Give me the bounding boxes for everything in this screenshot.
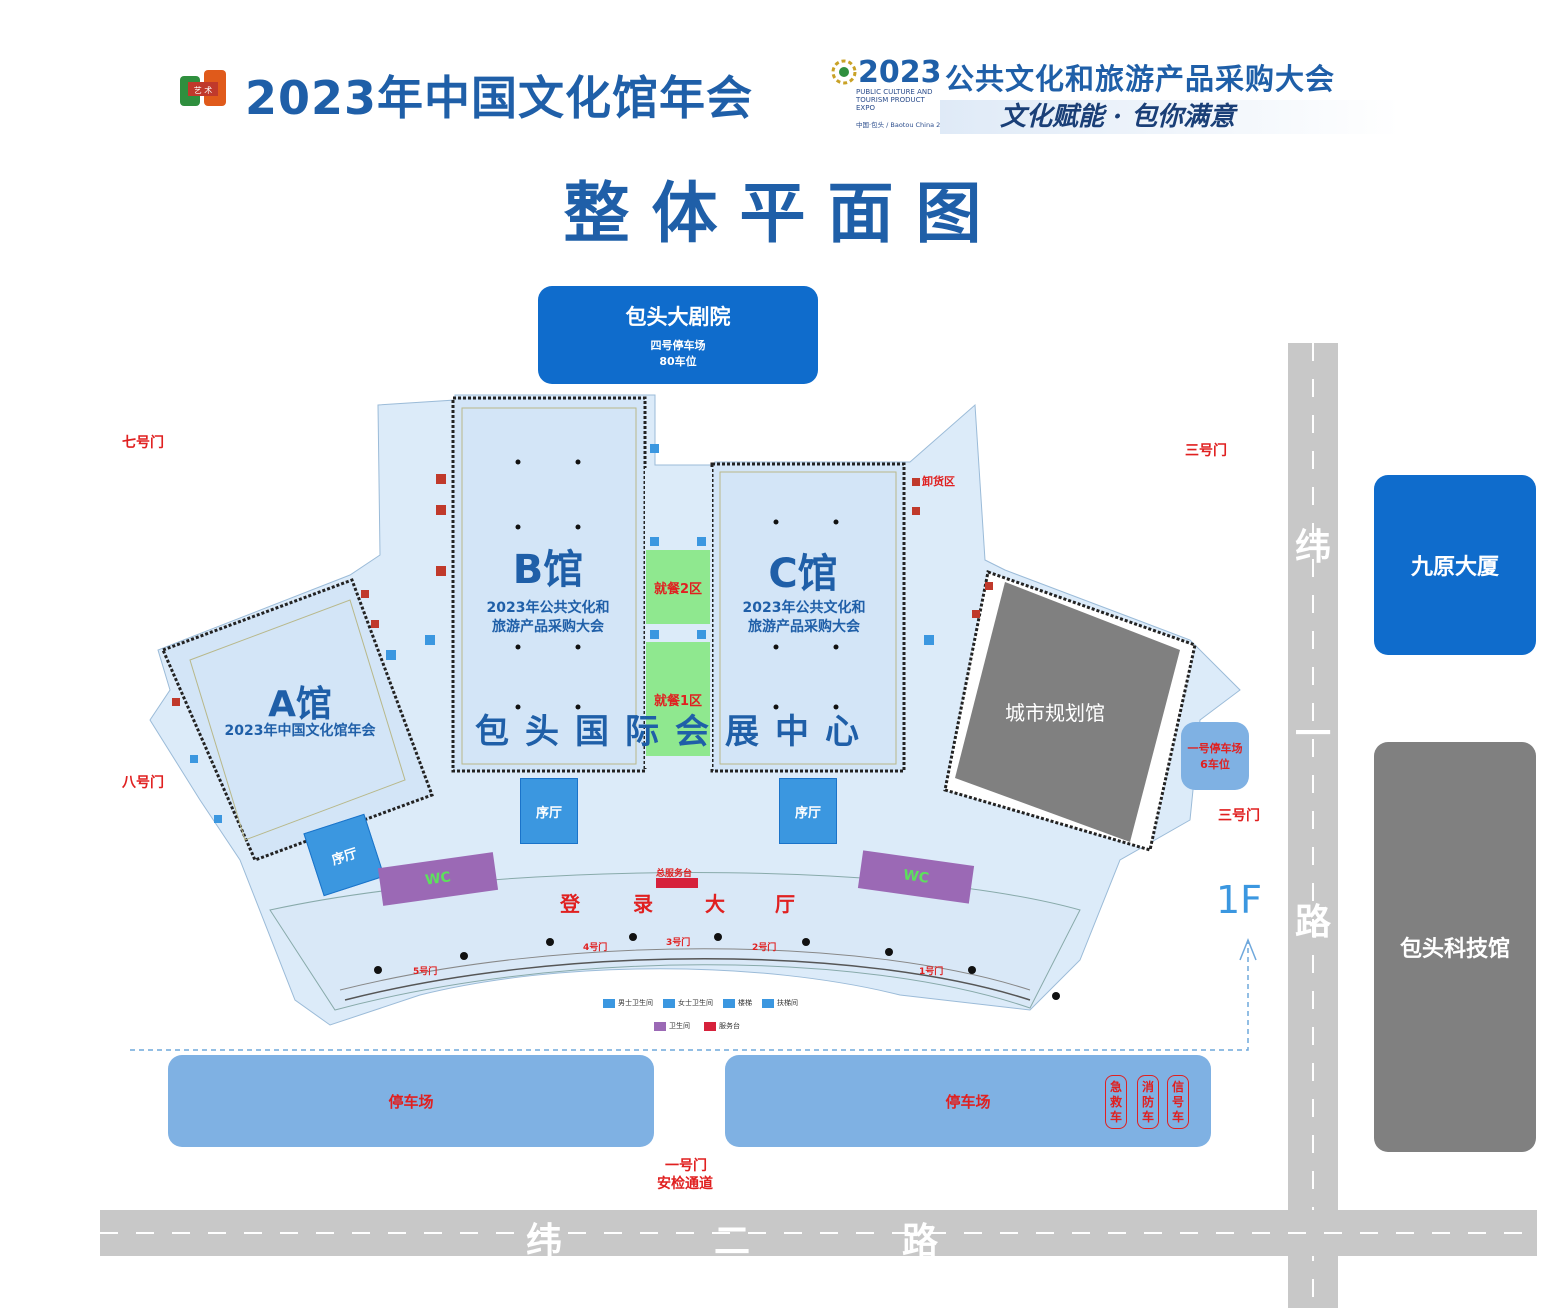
ambulance-spot: 急救车 xyxy=(1105,1075,1127,1129)
gate-7: 七号门 xyxy=(122,435,164,451)
legend-restroom-label: 卫生间 xyxy=(669,1022,690,1030)
hall-a-name: A馆 xyxy=(268,684,332,725)
floor-indicator: 1F xyxy=(1216,878,1263,922)
registration-char: 大 xyxy=(705,892,725,916)
men-restroom-icon xyxy=(603,998,615,1008)
legend-service-label: 服务台 xyxy=(719,1022,740,1030)
theater-name: 包头大剧院 xyxy=(625,305,731,329)
legend-stairs-label: 楼梯 xyxy=(738,999,752,1007)
door-1: 1号门 xyxy=(919,967,944,977)
gate-8: 八号门 xyxy=(122,775,164,791)
registration-char: 录 xyxy=(633,892,653,916)
legend-men-label: 男士卫生间 xyxy=(618,999,653,1007)
theater-parking: 四号停车场 xyxy=(650,339,706,352)
legend-stairs: 楼梯 xyxy=(723,998,752,1008)
svg-text:艺 术: 艺 术 xyxy=(194,85,213,95)
registration-char: 厅 xyxy=(775,892,795,916)
service-desk-label: 总服务台 xyxy=(656,869,693,879)
dining-area-2[interactable]: 就餐2区 xyxy=(646,550,710,624)
lobby-c[interactable]: 序厅 xyxy=(779,778,837,844)
door-5: 5号门 xyxy=(413,967,438,977)
unloading-area: 卸货区 xyxy=(922,475,955,488)
road-char: 路 xyxy=(1295,902,1332,943)
security-channel: 安检通道 xyxy=(657,1176,713,1192)
expo-location: 中国·包头 / Baotou China 2023年9月4-5日 xyxy=(856,121,987,129)
conference-title: 2023年中国文化馆年会 xyxy=(245,71,754,125)
lobby-b[interactable]: 序厅 xyxy=(520,778,578,844)
weiyi-road: 纬 一 路 xyxy=(1288,343,1338,1308)
page-title: 整体平面图 xyxy=(563,175,1004,252)
city-planning-hall[interactable]: 城市规划馆 xyxy=(1005,701,1105,725)
parking-lot-1-name: 一号停车场 xyxy=(1187,742,1243,755)
expo-title: 公共文化和旅游产品采购大会 xyxy=(945,62,1336,96)
road-char: 一 xyxy=(1295,714,1332,755)
gate-3-top: 三号门 xyxy=(1185,443,1227,459)
hall-c-desc-2: 旅游产品采购大会 xyxy=(748,619,860,635)
registration-char: 登 xyxy=(560,892,580,916)
exhibition-center-name: 包头国际会展中心 xyxy=(475,712,875,752)
gate-3-right: 三号门 xyxy=(1218,808,1260,824)
hall-b-desc-1: 2023年公共文化和 xyxy=(486,600,610,616)
road-char: 二 xyxy=(714,1221,751,1262)
main-gate: 一号门 xyxy=(665,1158,707,1174)
parking-lot-left[interactable]: 停车场 xyxy=(168,1055,654,1147)
door-4: 4号门 xyxy=(583,943,608,953)
legend-escalator: 扶梯间 xyxy=(762,998,798,1008)
service-swatch xyxy=(704,1021,716,1031)
theater-parking-spots: 80车位 xyxy=(659,355,697,368)
legend-escalator-label: 扶梯间 xyxy=(777,999,798,1007)
legend-restroom: 卫生间 xyxy=(654,1021,690,1031)
parking-lot-1-spots: 6车位 xyxy=(1200,758,1230,771)
hall-c-name: C馆 xyxy=(768,551,838,597)
hall-a-desc: 2023年中国文化馆年会 xyxy=(224,723,376,739)
science-museum[interactable]: 包头科技馆 xyxy=(1374,742,1536,1152)
dining-area-1[interactable]: 就餐1区 xyxy=(646,642,710,756)
weier-road: 纬 二 路 xyxy=(100,1210,1537,1262)
legend-men: 男士卫生间 xyxy=(603,998,653,1008)
legend-row-2: 卫生间 服务台 xyxy=(654,1021,740,1031)
expo-logo-icon xyxy=(830,58,858,90)
jiuyuan-building[interactable]: 九原大厦 xyxy=(1374,475,1536,655)
parking-lot-right[interactable]: 停车场 xyxy=(725,1055,1211,1147)
hall-b-desc-2: 旅游产品采购大会 xyxy=(492,619,604,635)
road-char: 路 xyxy=(902,1221,939,1262)
hall-b-name: B馆 xyxy=(512,547,584,593)
hall-c-desc-1: 2023年公共文化和 xyxy=(742,600,866,616)
theater-block[interactable]: 包头大剧院 四号停车场 80车位 xyxy=(538,286,818,384)
expo-slogan: 文化赋能 · 包你满意 xyxy=(940,100,1400,134)
legend-row-1: 男士卫生间 女士卫生间 楼梯 扶梯间 xyxy=(603,998,798,1008)
restroom-swatch xyxy=(654,1021,666,1031)
door-2: 2号门 xyxy=(752,943,777,953)
legend-women: 女士卫生间 xyxy=(663,998,713,1008)
expo-year: 2023 xyxy=(858,55,942,90)
door-3: 3号门 xyxy=(666,938,691,948)
road-char: 纬 xyxy=(1295,527,1332,568)
conference-logo: 艺 术 xyxy=(178,66,230,118)
expo-english-name: PUBLIC CULTURE AND TOURISM PRODUCT EXPO xyxy=(856,88,933,112)
fire-truck-spot: 消防车 xyxy=(1137,1075,1159,1129)
escalator-icon xyxy=(762,998,774,1008)
legend-service: 服务台 xyxy=(704,1021,740,1031)
stairs-icon xyxy=(723,998,735,1008)
signal-car-spot: 信号车 xyxy=(1167,1075,1189,1129)
parking-lot-1[interactable]: 一号停车场 6车位 xyxy=(1181,722,1249,790)
women-restroom-icon xyxy=(663,998,675,1008)
legend-women-label: 女士卫生间 xyxy=(678,999,713,1007)
road-char: 纬 xyxy=(526,1221,563,1262)
